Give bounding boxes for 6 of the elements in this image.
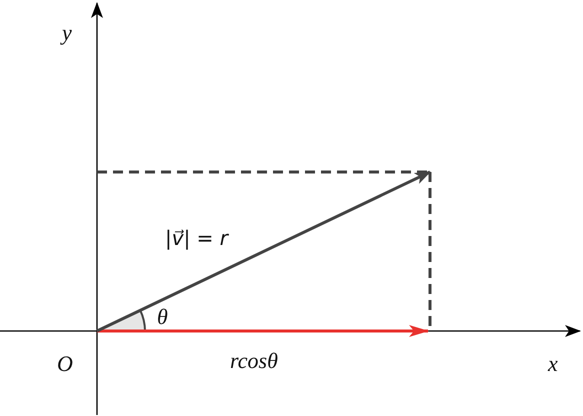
angle-label: θ [157,306,168,328]
projection-label: rcosθ [230,350,278,372]
vector-label: |v⃗| = r [165,228,228,248]
axis-label: y [62,22,72,44]
origin-label: O [57,353,73,375]
axis-label: x [548,353,558,375]
